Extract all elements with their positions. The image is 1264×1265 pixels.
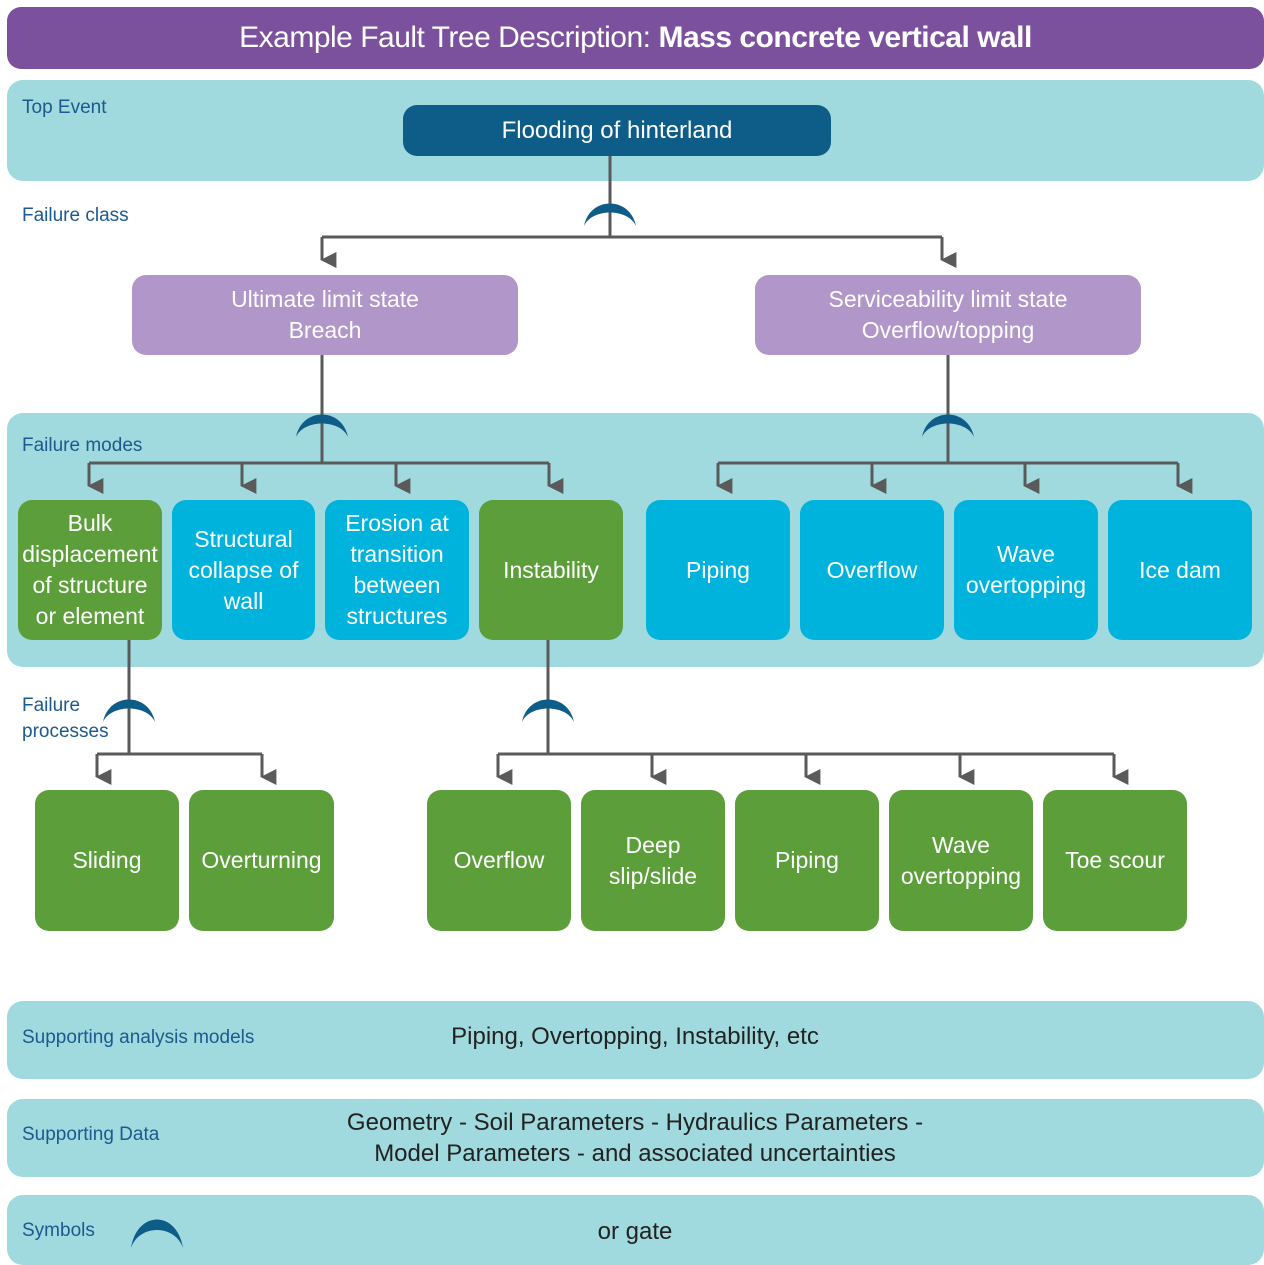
failure-mode-label: Structural collapse of wall — [188, 525, 299, 614]
failure-mode-box: Structural collapse of wall — [172, 500, 315, 640]
failure-mode-box: Erosion at transition between structures — [325, 500, 469, 640]
supporting-data-band — [7, 1099, 1264, 1177]
failure-process-label: Overflow — [453, 847, 545, 873]
failure-class-uls: Ultimate limit state Breach — [132, 275, 518, 355]
failure-mode-box: Overflow — [800, 500, 944, 640]
failure-process-label: Overturning — [201, 847, 322, 873]
failure-mode-box: Ice dam — [1108, 500, 1252, 640]
failure-process-box: Toe scour — [1043, 790, 1187, 931]
failure-class-label: Ultimate limit state Breach — [231, 286, 419, 343]
failure-process-box: Piping — [735, 790, 879, 931]
failure-mode-label: Wave overtopping — [965, 541, 1087, 598]
diagram-title: Example Fault Tree Description: Mass con… — [7, 7, 1264, 69]
failure-process-box: Overturning — [189, 790, 334, 931]
supporting-data-label: Supporting Data — [22, 1124, 160, 1145]
title-bold: Mass concrete vertical wall — [658, 21, 1032, 54]
failure-process-box: Deep slip/slide — [581, 790, 725, 931]
failure-class-sls: Serviceability limit state Overflow/topp… — [755, 275, 1141, 355]
failure-mode-box: Piping — [646, 500, 790, 640]
supporting-data-value: Geometry - Soil Parameters - Hydraulics … — [346, 1109, 924, 1167]
failure-process-box: Sliding — [35, 790, 179, 931]
failure-mode-label: Bulk displacement of structure or elemen… — [22, 510, 158, 629]
label-failure-modes: Failure modes — [22, 435, 143, 456]
failure-mode-label: Instability — [503, 556, 599, 583]
failure-mode-label: Ice dam — [1139, 556, 1221, 583]
supporting-models-value: Piping, Overtopping, Instability, etc — [451, 1022, 819, 1050]
supporting-models-label: Supporting analysis models — [22, 1027, 255, 1048]
failure-process-box: Wave overtopping — [889, 790, 1033, 931]
top-event-label: Flooding of hinterland — [501, 117, 733, 144]
failure-mode-box: Bulk displacement of structure or elemen… — [18, 500, 162, 640]
failure-mode-label: Piping — [686, 556, 750, 583]
supporting-data-text: Geometry - Soil Parameters - Hydraulics … — [300, 1106, 970, 1170]
failure-mode-box: Wave overtopping — [954, 500, 1098, 640]
failure-process-label: Deep slip/slide — [608, 831, 698, 889]
label-failure-class: Failure class — [22, 205, 129, 226]
title-prefix: Example Fault Tree Description: — [239, 21, 651, 54]
failure-mode-box: Instability — [479, 500, 623, 640]
failure-class-label: Serviceability limit state Overflow/topp… — [828, 286, 1068, 343]
top-event-box: Flooding of hinterland — [403, 105, 831, 156]
failure-mode-label: Overflow — [826, 556, 918, 583]
failure-process-box: Overflow — [427, 790, 571, 931]
or-gate-icon — [131, 1219, 183, 1248]
symbols-label: Symbols — [22, 1220, 95, 1241]
failure-process-label: Piping — [775, 847, 839, 873]
symbols-band — [7, 1195, 1264, 1265]
label-top-event: Top Event — [22, 97, 107, 118]
failure-process-label: Sliding — [72, 847, 142, 873]
symbols-text: or gate — [500, 1214, 770, 1248]
supporting-models-text: Piping, Overtopping, Instability, etc — [300, 1020, 970, 1052]
failure-mode-label: Erosion at transition between structures — [345, 510, 449, 629]
symbols-value: or gate — [597, 1217, 673, 1245]
label-failure-processes: Failure processes — [22, 695, 109, 742]
failure-process-label: Toe scour — [1065, 847, 1165, 873]
supporting-models-band — [7, 1001, 1264, 1079]
failure-process-label: Wave overtopping — [900, 831, 1022, 889]
